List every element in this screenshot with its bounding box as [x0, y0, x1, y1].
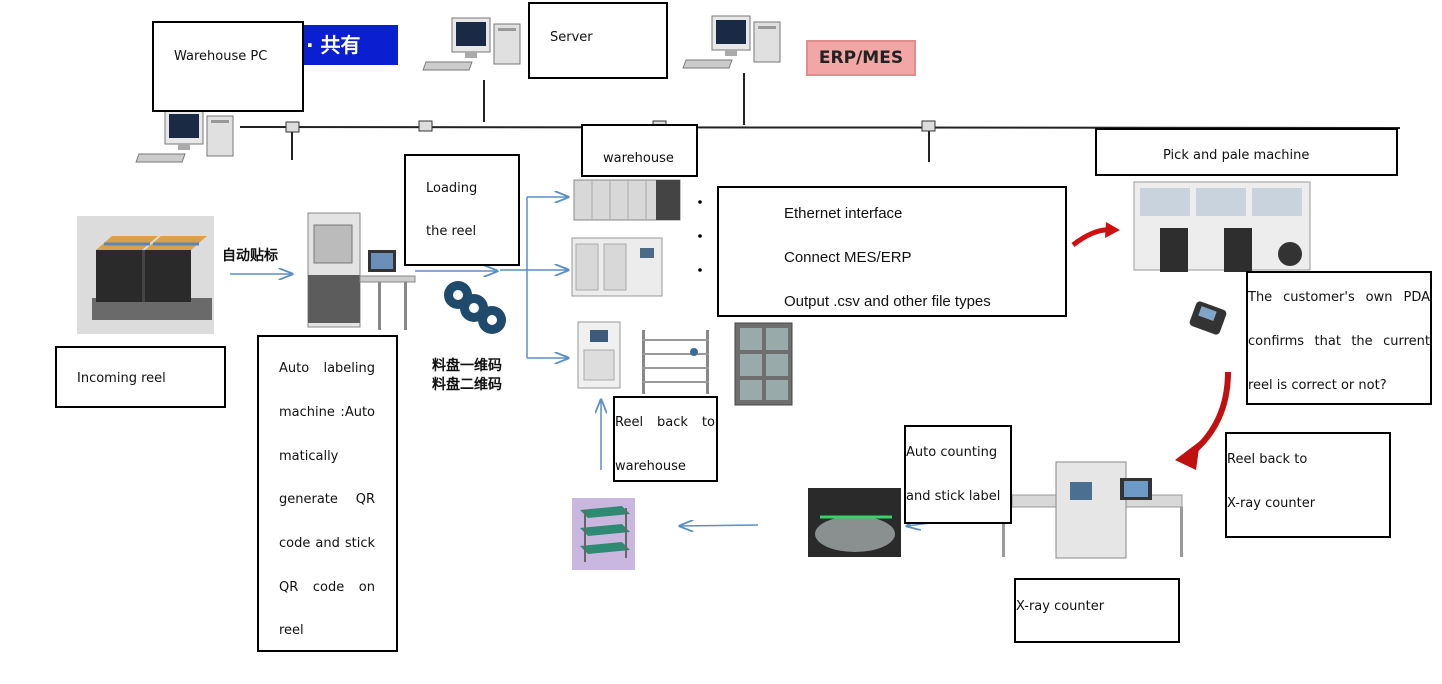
- features-box: Ethernet interface Connect MES/ERP Outpu…: [717, 186, 1067, 317]
- reel-back-warehouse-box: Reel back to warehouse: [613, 396, 718, 482]
- warehouse-pc-computer-icon: [135, 109, 234, 163]
- xray-counter-image: [1002, 461, 1183, 559]
- bullet: [698, 200, 702, 204]
- reel-shelves-image: [642, 330, 709, 394]
- auto-labeling-line: generate QR: [279, 492, 375, 507]
- incoming-reel-label: Incoming reel: [77, 371, 166, 386]
- counting-camera-image: [808, 488, 901, 557]
- loading-line-1: Loading: [426, 181, 478, 196]
- network-backbone: [239, 126, 1401, 129]
- feature-output-csv: Output .csv and other file types: [784, 293, 991, 310]
- reel-back-xray-line-2: X-ray counter: [1227, 496, 1316, 511]
- auto-counting-box: Auto counting and stick label: [904, 425, 1012, 524]
- bullet: [698, 234, 702, 238]
- smart-storage-tower-image: [573, 179, 681, 221]
- loading-reel-box: Loading the reel: [404, 154, 520, 266]
- warehouse-label: warehouse: [603, 151, 674, 166]
- warehouse-box: warehouse: [581, 124, 698, 177]
- pda-box: The customer's own PDA confirms that the…: [1246, 271, 1432, 405]
- pda-line: confirms that the current: [1248, 334, 1430, 349]
- reel-back-warehouse-line-2: warehouse: [615, 459, 686, 474]
- xray-counter-label: X-ray counter: [1016, 599, 1105, 614]
- network-node: [285, 121, 300, 133]
- feature-connect-mes: Connect MES/ERP: [784, 249, 912, 266]
- network-node: [418, 120, 433, 132]
- pda-device-image: [1189, 301, 1227, 335]
- reel-back-warehouse-line-1: Reel back to: [615, 415, 715, 430]
- server-computer-icon: [422, 17, 521, 71]
- auto-counting-line-2: and stick label: [906, 489, 1001, 504]
- warehouse-pc-box: Warehouse PC: [152, 21, 304, 112]
- auto-counting-line-1: Auto counting: [906, 445, 998, 460]
- auto-labeling-line: reel: [279, 623, 304, 638]
- erp-mes-badge: ERP/MES: [806, 40, 916, 76]
- arrow-to-cart: [680, 525, 759, 526]
- auto-labeling-box: Auto labeling machine :Auto matically ge…: [257, 335, 398, 652]
- incoming-reel-pallet-image: [77, 216, 214, 334]
- pick-and-place-machine-image: [1133, 181, 1311, 272]
- loading-line-2: the reel: [426, 224, 477, 239]
- dry-cabinet-image: [734, 322, 793, 406]
- auto-labeling-line: QR code on: [279, 580, 375, 595]
- auto-labeling-line: machine :Auto: [279, 405, 375, 420]
- xray-counter-box: X-ray counter: [1014, 578, 1180, 643]
- loading-station-image: [577, 321, 621, 389]
- reel-2d-code-label: 料盘二维码: [432, 377, 502, 393]
- reels-image: [444, 281, 506, 334]
- server-label: Server: [550, 30, 593, 45]
- shared-tag: · 共有: [302, 25, 398, 65]
- auto-labeling-line: matically: [279, 449, 339, 464]
- bullet: [698, 268, 702, 272]
- reel-back-xray-box: Reel back to X-ray counter: [1225, 432, 1391, 538]
- warehouse-pc-label: Warehouse PC: [174, 49, 268, 64]
- server-box: Server: [528, 2, 668, 79]
- pick-place-box: Pick and pale machine: [1095, 128, 1398, 176]
- network-node: [921, 120, 936, 132]
- auto-labeling-machine-image: [307, 212, 416, 330]
- erp-computer-icon: [682, 15, 781, 69]
- smart-cabinet-image: [571, 237, 663, 297]
- reel-trolley-image: [572, 498, 635, 570]
- reel-back-xray-line-1: Reel back to: [1227, 452, 1308, 467]
- auto-labeling-stamp-label: 自动贴标: [222, 248, 278, 264]
- reel-1d-code-label: 料盘一维码: [432, 358, 502, 374]
- feature-ethernet: Ethernet interface: [784, 205, 903, 222]
- auto-labeling-line: code and stick: [279, 536, 375, 551]
- auto-labeling-line: Auto labeling: [279, 361, 375, 376]
- pda-line: reel is correct or not?: [1248, 378, 1387, 393]
- pda-line: The customer's own PDA: [1248, 290, 1430, 305]
- incoming-reel-box: Incoming reel: [55, 346, 226, 408]
- pick-place-label: Pick and pale machine: [1163, 148, 1310, 163]
